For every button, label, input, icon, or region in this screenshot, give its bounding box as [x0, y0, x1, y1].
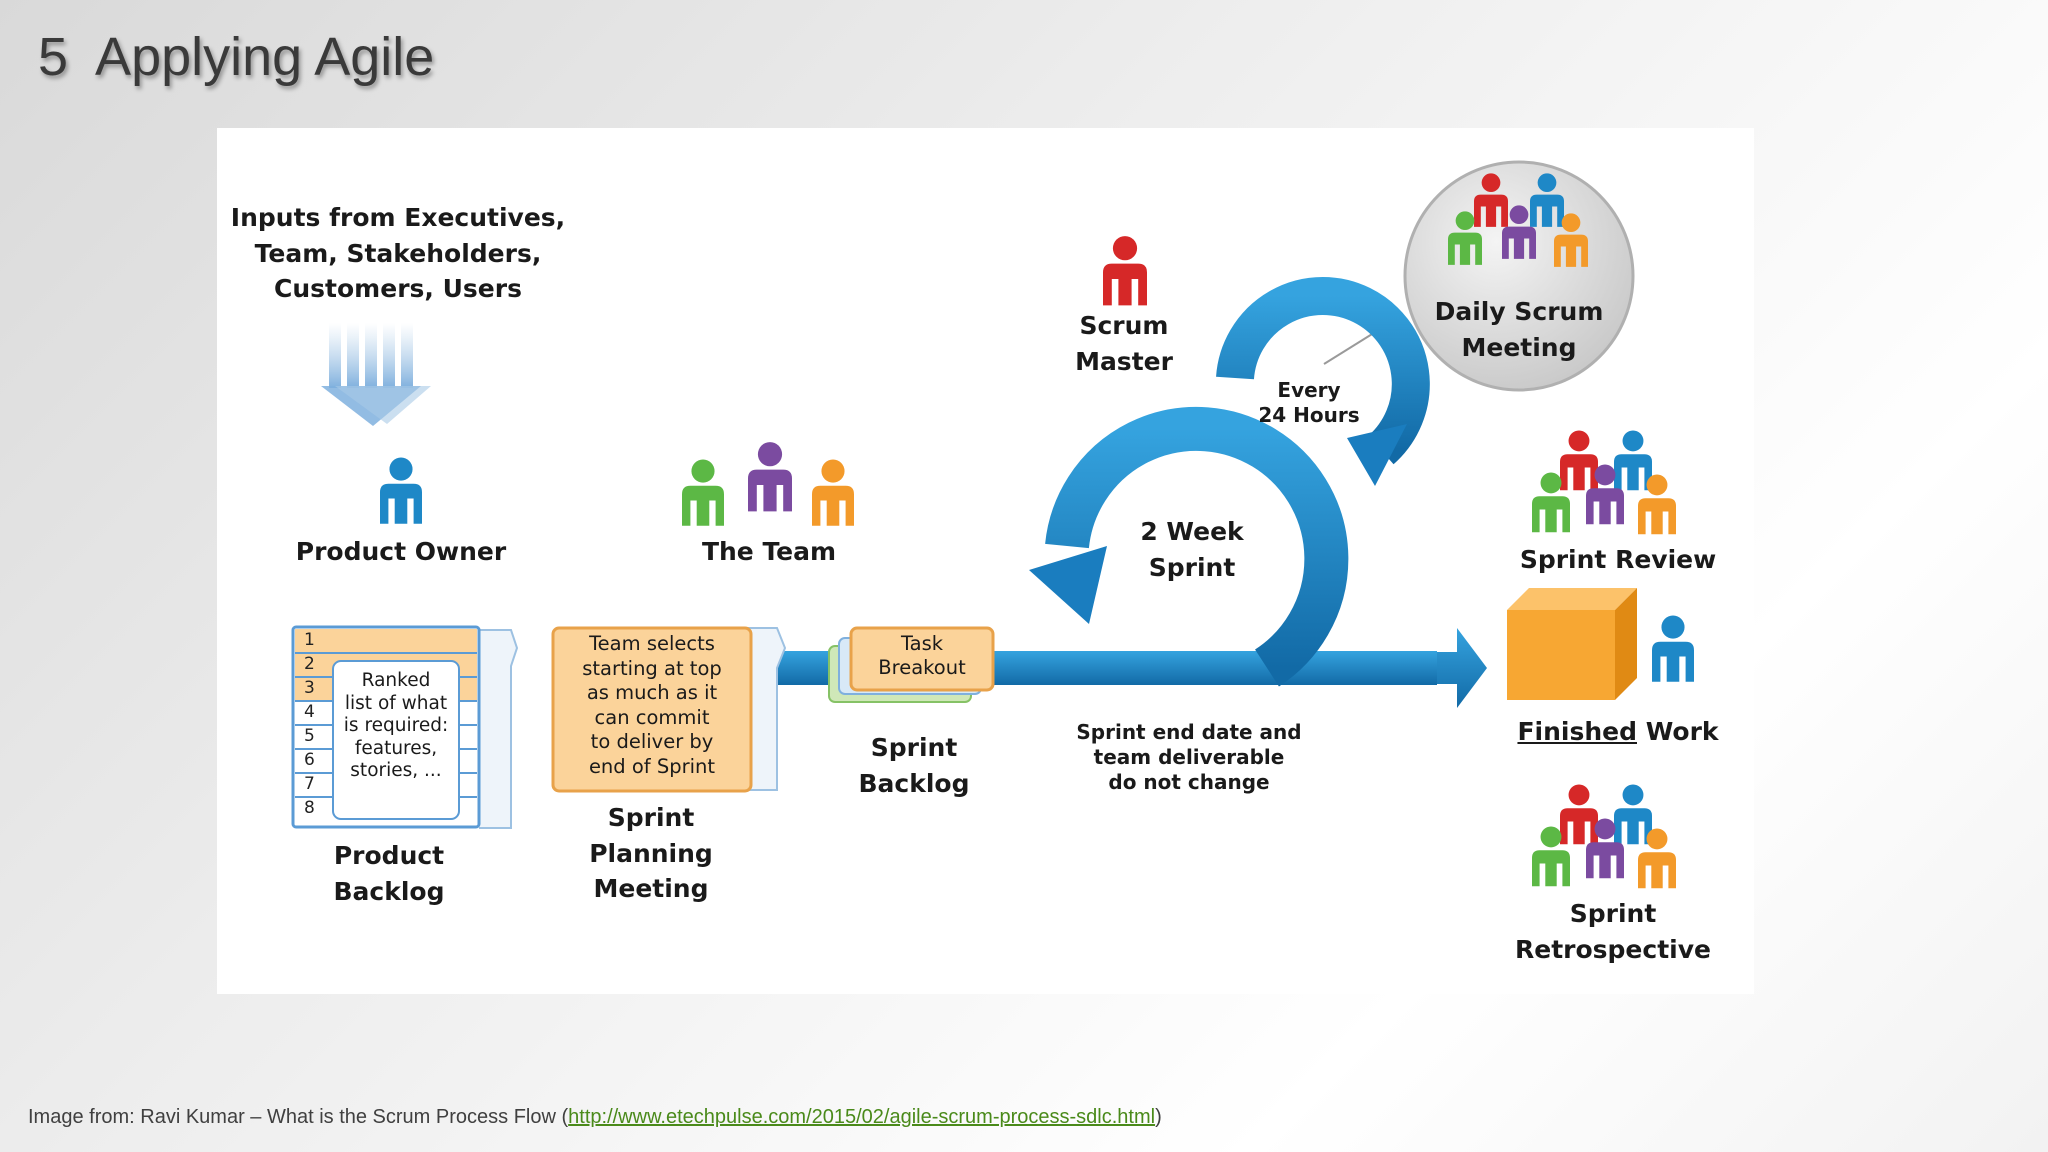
finished-work-cube-icon	[1507, 588, 1637, 700]
sprint-review-label: Sprint Review	[1519, 545, 1717, 574]
backlog-row-2: 2	[304, 654, 315, 674]
task-breakout-note: Task Breakout	[878, 632, 966, 680]
image-source-caption: Image from: Ravi Kumar – What is the Scr…	[28, 1106, 1162, 1129]
product-backlog-label: Product Backlog	[333, 841, 445, 906]
daily-scrum-label: Daily Scrum Meeting	[1434, 297, 1604, 362]
source-link[interactable]: http://www.etechpulse.com/2015/02/agile-…	[568, 1106, 1156, 1128]
caption-prefix: Image from: Ravi Kumar – What is the Scr…	[28, 1106, 569, 1128]
backlog-row-1: 1	[304, 630, 315, 650]
backlog-row-8: 8	[304, 798, 315, 818]
scrum-diagram-panel: Inputs from Executives, Team, Stakeholde…	[217, 128, 1754, 994]
scrum-diagram-graphics	[291, 160, 1694, 889]
product-owner-label: Product Owner	[295, 537, 507, 566]
backlog-row-7: 7	[304, 774, 315, 794]
inputs-arrows-icon	[321, 323, 431, 426]
the-team-label: The Team	[701, 537, 837, 566]
two-week-sprint-label: 2 Week Sprint	[1140, 517, 1244, 582]
slide-title: 5 Applying Agile	[38, 27, 435, 87]
scrum-master-person-icon	[1103, 236, 1147, 306]
inputs-label: Inputs from Executives, Team, Stakeholde…	[230, 203, 566, 303]
sprint-planning-label: Sprint Planning Meeting	[589, 803, 713, 903]
daily-loop-arrow-icon	[1216, 277, 1430, 486]
every-24-hours-label: Every 24 Hours	[1258, 378, 1360, 427]
caption-suffix: )	[1155, 1106, 1162, 1128]
backlog-row-6: 6	[304, 750, 315, 770]
backlog-row-3: 3	[304, 678, 315, 698]
scrum-master-label: Scrum Master	[1075, 311, 1173, 376]
backlog-note: Ranked list of what is required: feature…	[343, 670, 449, 782]
sprint-review-group-icon	[1532, 430, 1676, 535]
finished-work-person-icon	[1652, 615, 1694, 682]
team-group-icon	[682, 442, 854, 526]
sprint-planning-note: Team selects starting at top as much as …	[582, 632, 722, 778]
work-word: Work	[1637, 717, 1719, 746]
product-owner-person-icon	[380, 457, 422, 524]
sprint-end-note: Sprint end date and team deliverable do …	[1076, 720, 1302, 794]
sprint-planning-note-icon	[551, 626, 787, 793]
product-backlog-list-icon	[291, 625, 519, 829]
finished-word: Finished	[1517, 717, 1637, 746]
task-breakout-cards-icon	[828, 626, 995, 703]
sprint-backlog-label: Sprint Backlog	[858, 733, 970, 798]
sprint-retrospective-group-icon	[1532, 784, 1676, 889]
sprint-retrospective-label: Sprint Retrospective	[1515, 899, 1711, 964]
backlog-row-5: 5	[304, 726, 315, 746]
finished-work-label: Finished Work	[1493, 714, 1743, 750]
backlog-row-4: 4	[304, 702, 315, 722]
